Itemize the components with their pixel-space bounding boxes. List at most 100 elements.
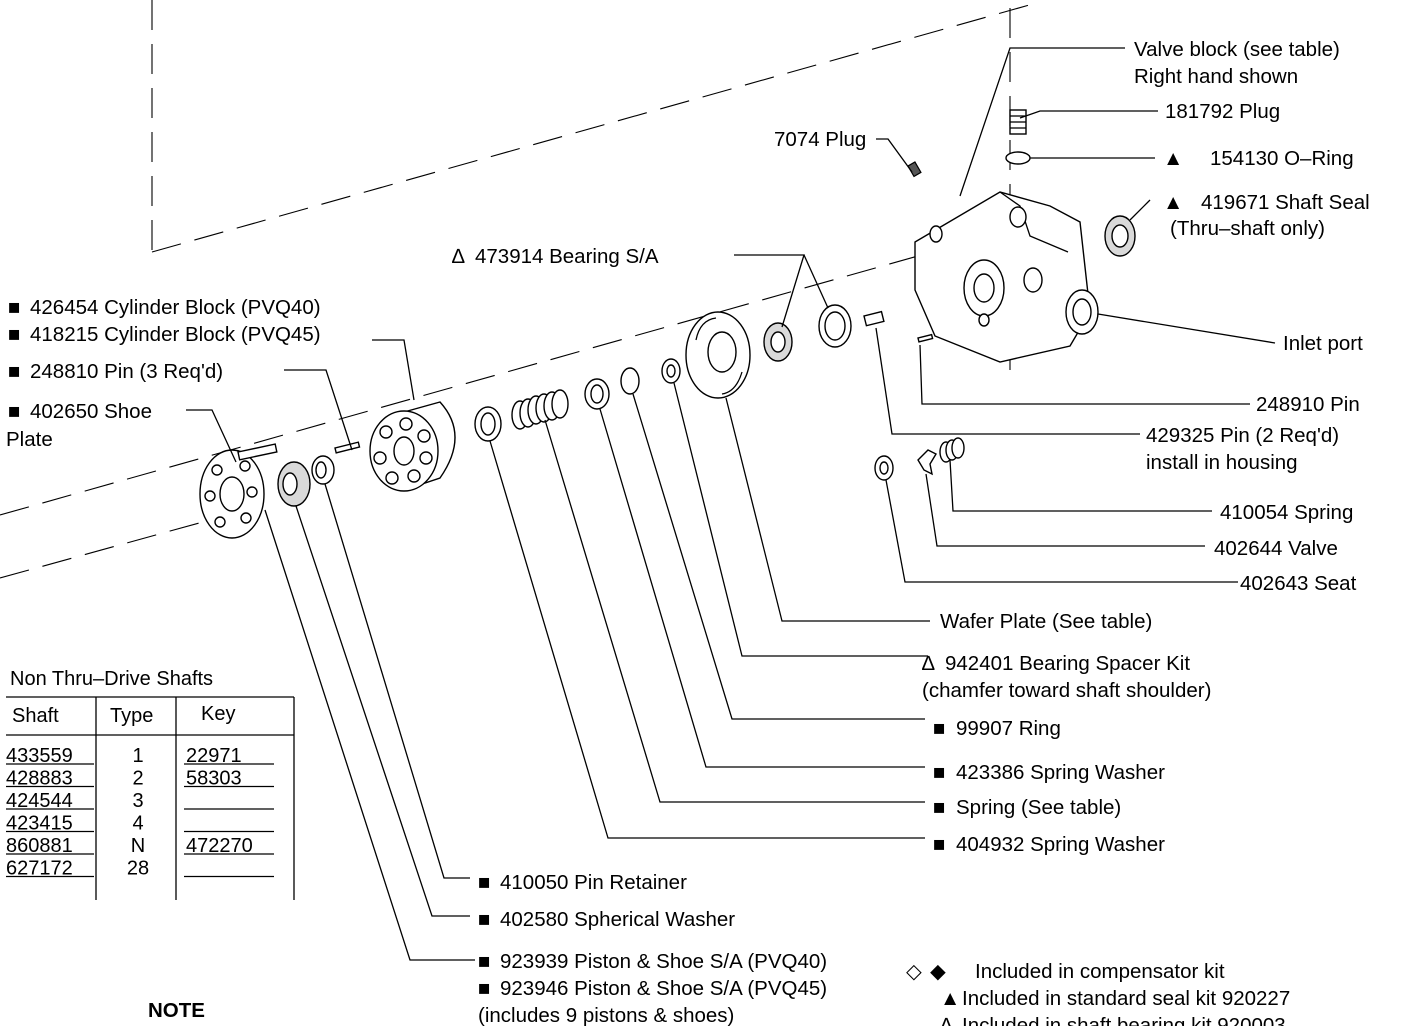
plug-181792-part: [1009, 109, 1027, 135]
ring-99907-part: [620, 367, 640, 395]
shaft-table-cell-shaft: 428883: [6, 768, 73, 790]
label-spacer-kit-line1: 942401 Bearing Spacer Kit: [945, 652, 1190, 675]
bearing-sa-part: [763, 304, 852, 362]
label-piston-pvq45: 923946 Piston & Shoe S/A (PVQ45): [500, 977, 827, 1000]
shaft-table-cell-type: N: [131, 835, 145, 857]
shaft-table-cell-shaft: 860881: [6, 835, 73, 857]
legend-delta-icon: ∆: [940, 1014, 953, 1026]
spring-410054-part: [939, 437, 965, 463]
filled-diamond-icon: ◆: [930, 960, 947, 983]
square-bullet-icon: ■: [933, 796, 945, 819]
label-valve-block-line2: Right hand shown: [1134, 65, 1298, 88]
square-bullet-icon: ■: [8, 323, 20, 346]
label-shaft-seal-line2: (Thru–shaft only): [1170, 217, 1325, 240]
shaft-table-header-key: Key: [201, 703, 235, 725]
square-bullet-icon: ■: [8, 400, 20, 423]
label-shoe-plate-line1: 402650 Shoe: [30, 400, 152, 423]
label-plug-181792: 181792 Plug: [1165, 100, 1280, 123]
shaft-table-cell-shaft: 423415: [6, 813, 73, 835]
shaft-table-cell-key: 22971: [186, 745, 242, 767]
leader-lines: [186, 47, 1276, 961]
spherical-washer-part: [277, 461, 311, 507]
shaft-table-cell-shaft: 424544: [6, 790, 73, 812]
label-bearing-sa: 473914 Bearing S/A: [475, 245, 659, 268]
bearing-kit-delta-icon: ∆: [452, 245, 465, 268]
pin-248810-part: [334, 441, 361, 454]
legend-bearing-kit: Included in shaft bearing kit 920003: [962, 1014, 1286, 1026]
bearing-kit-delta-icon: ∆: [922, 652, 935, 675]
square-bullet-icon: ■: [933, 717, 945, 740]
label-plug-7074: 7074 Plug: [774, 128, 866, 151]
shaft-table-cell-key: 472270: [186, 835, 253, 857]
square-bullet-icon: ■: [478, 908, 490, 931]
label-spring-washer-404932: 404932 Spring Washer: [956, 833, 1165, 856]
square-bullet-icon: ■: [933, 833, 945, 856]
square-bullet-icon: ■: [478, 977, 490, 1000]
seat-402643-part: [874, 455, 894, 481]
label-piston-note: (includes 9 pistons & shoes): [478, 1004, 734, 1026]
shaft-table-cell-key: 58303: [186, 768, 242, 790]
shaft-table-cell-shaft: 433559: [6, 745, 73, 767]
shaft-table-cell-type: 4: [132, 813, 143, 835]
oring-154130-part: [1005, 151, 1031, 165]
square-bullet-icon: ■: [8, 360, 20, 383]
label-spring-washer-423386: 423386 Spring Washer: [956, 761, 1165, 784]
shaft-table-cell-type: 3: [132, 790, 143, 812]
shaft-table-cell-type: 1: [132, 745, 143, 767]
label-spacer-kit-line2: (chamfer toward shaft shoulder): [922, 679, 1211, 702]
label-seat-402643: 402643 Seat: [1240, 572, 1357, 595]
square-bullet-icon: ■: [478, 871, 490, 894]
pin-248910-part: [917, 333, 934, 343]
valve-block-part: [914, 191, 1099, 363]
label-pin-429325-line1: 429325 Pin (2 Req'd): [1146, 424, 1339, 447]
label-pin-248810: 248810 Pin (3 Req'd): [30, 360, 223, 383]
seal-kit-triangle-icon: ▲: [1163, 147, 1183, 170]
legend-seal-kit: Included in standard seal kit 920227: [962, 987, 1290, 1010]
shaft-table-title: Non Thru–Drive Shafts: [10, 668, 213, 690]
valve-402644-part: [917, 449, 937, 476]
wafer-plate-part: [685, 311, 751, 399]
label-shoe-plate-line2: Plate: [6, 428, 53, 451]
spring-washer-423386-part: [584, 378, 610, 410]
shaft-table-header-type: Type: [110, 705, 153, 727]
note-title: NOTE: [148, 999, 205, 1022]
label-spring-410054: 410054 Spring: [1220, 501, 1353, 524]
label-valve-block-line1: Valve block (see table): [1134, 38, 1340, 61]
shoe-plate-part: [199, 443, 278, 539]
label-cylinder-block-pvq45: 418215 Cylinder Block (PVQ45): [30, 323, 321, 346]
legend-triangle-icon: ▲: [940, 987, 960, 1010]
label-pin-429325-line2: install in housing: [1146, 451, 1298, 474]
pin-429325-part: [863, 310, 885, 327]
label-cylinder-block-pvq40: 426454 Cylinder Block (PVQ40): [30, 296, 321, 319]
shaft-table-cell-shaft: 627172: [6, 858, 73, 880]
open-diamond-icon: ◇: [906, 960, 923, 983]
shaft-seal-part: [1104, 215, 1136, 257]
shaft-table: Non Thru–Drive Shafts Shaft Type Key 433…: [6, 668, 295, 900]
label-piston-pvq40: 923939 Piston & Shoe S/A (PVQ40): [500, 950, 827, 973]
square-bullet-icon: ■: [478, 950, 490, 973]
cylinder-block-part: [369, 401, 456, 492]
label-pin-248910: 248910 Pin: [1256, 393, 1360, 416]
label-ring-99907: 99907 Ring: [956, 717, 1061, 740]
shaft-table-cell-type: 28: [127, 858, 149, 880]
label-shaft-seal-line1: 419671 Shaft Seal: [1201, 191, 1370, 214]
bearing-spacer-part: [661, 358, 681, 384]
label-spherical-washer: 402580 Spherical Washer: [500, 908, 735, 931]
label-oring-154130: 154130 O–Ring: [1210, 147, 1354, 170]
housing-phantom-outline: [0, 0, 1041, 579]
legend-compensator-kit: Included in compensator kit: [975, 960, 1225, 983]
shaft-table-cell-type: 2: [132, 768, 143, 790]
label-spring-see-table: Spring (See table): [956, 796, 1121, 819]
label-pin-retainer: 410050 Pin Retainer: [500, 871, 687, 894]
spring-part: [511, 389, 569, 430]
shaft-table-header-shaft: Shaft: [12, 705, 59, 727]
seal-kit-triangle-icon: ▲: [1163, 191, 1183, 214]
label-valve-402644: 402644 Valve: [1214, 537, 1338, 560]
label-inlet-port: Inlet port: [1283, 332, 1363, 355]
shaft-table-rows: 433559 1 22971 428883 2 58303 424544 3 423415 4 86…: [6, 745, 274, 880]
pin-retainer-part: [311, 455, 335, 485]
label-wafer-plate: Wafer Plate (See table): [940, 610, 1152, 633]
square-bullet-icon: ■: [8, 296, 20, 319]
square-bullet-icon: ■: [933, 761, 945, 784]
